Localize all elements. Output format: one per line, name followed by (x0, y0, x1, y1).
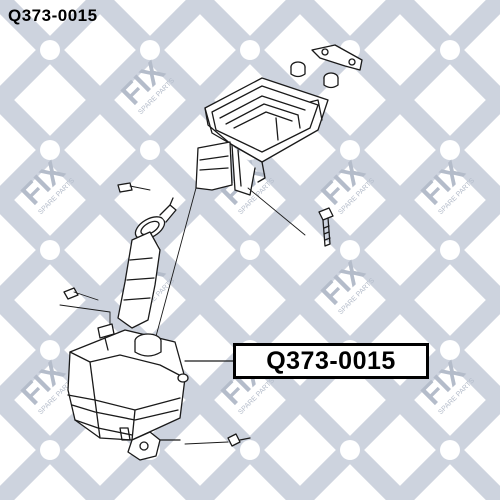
washer-pump (127, 431, 181, 461)
washer-reservoir (67, 323, 189, 441)
bolt-right (318, 207, 334, 247)
retaining-clip (117, 182, 151, 193)
callout-part-code: Q373-0015 (233, 343, 429, 379)
intake-housing (204, 77, 329, 196)
filler-cap (134, 197, 177, 240)
header-part-code: Q373-0015 (8, 6, 98, 25)
bolt-left (63, 287, 99, 301)
mount-grommets (290, 44, 363, 89)
intake-duct (195, 141, 233, 191)
filler-neck (117, 231, 161, 329)
bolt-bottom (184, 433, 251, 447)
